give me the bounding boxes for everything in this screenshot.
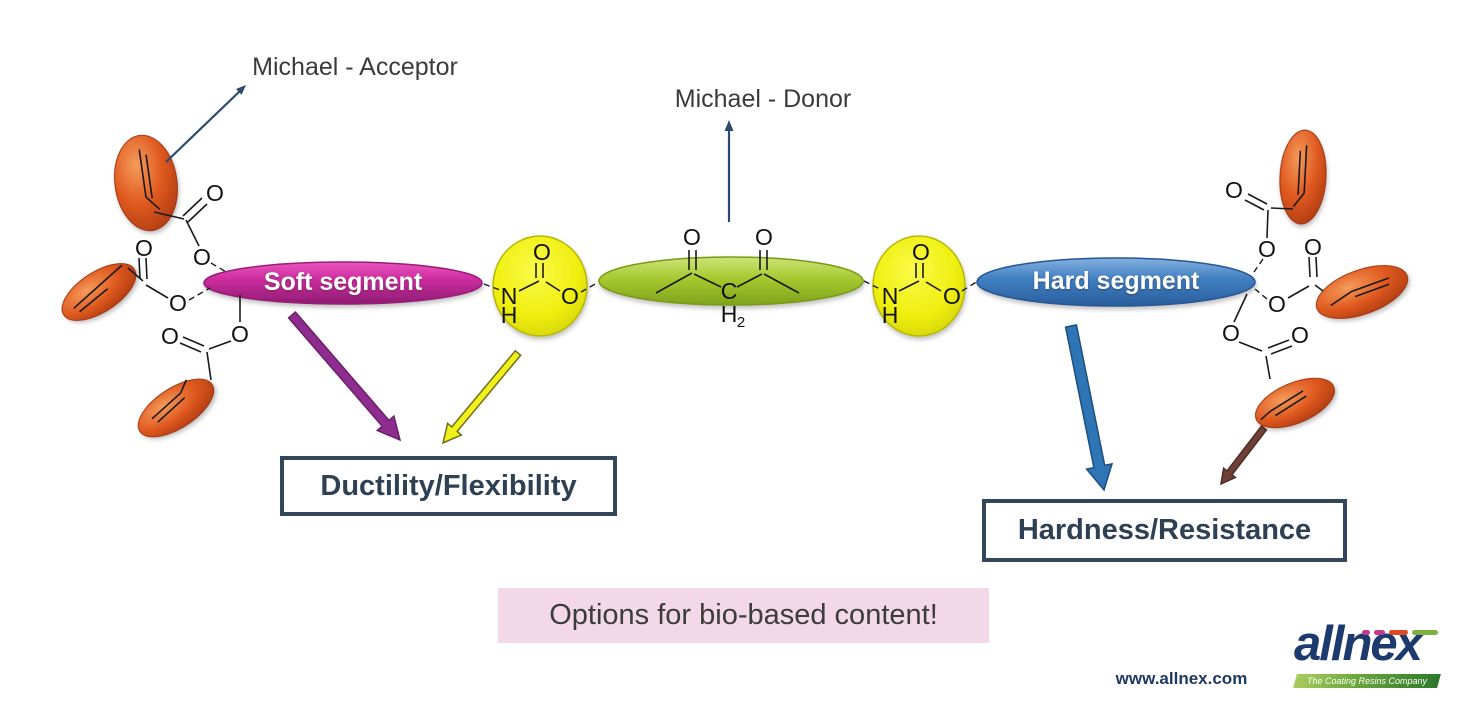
hardness-resistance-box: Hardness/Resistance [982,499,1347,562]
atom-oxygen: O [561,283,579,309]
acrylate-ellipse [114,134,178,232]
allnex-logo-wordmark: allnex [1294,617,1423,671]
urethane-arrow [441,349,522,445]
logo-dash-magenta-small [1362,630,1370,635]
atom-labels: O O O O O O O N H O O O C H 2 O N H O O … [135,177,1322,349]
logo-dash-green [1412,630,1438,635]
ductility-flexibility-label: Ductility/Flexibility [320,469,577,502]
atom-hydrogen: H [882,302,899,328]
urethane-circle-left [492,235,588,337]
atom-oxygen: O [943,283,961,309]
atom-oxygen: O [169,290,187,316]
bio-based-banner: Options for bio-based content! [498,588,989,643]
acrylate-group-left [61,134,215,438]
atom-oxygen: O [1222,320,1240,346]
hardness-resistance-label: Hardness/Resistance [1017,514,1312,546]
bio-based-label: Options for bio-based content! [549,599,938,631]
atom-oxygen: O [683,224,701,250]
atom-oxygen: O [533,239,551,265]
logo-tagline: The Coating Resins Company [1306,676,1428,686]
atom-oxygen: O [161,323,179,349]
michael-donor-label: Michael - Donor [674,85,852,113]
soft-segment-arrow [287,311,402,442]
logo-dash-orange [1389,630,1408,635]
hard-segment-arrow [1064,324,1114,492]
atom-oxygen: O [755,224,773,250]
atom-hydrogen: H [501,302,518,328]
hard-segment-ellipse [976,257,1256,307]
atom-oxygen: O [206,180,224,206]
acrylate-arrow [1220,425,1268,486]
bond-lines [73,145,1390,423]
atom-subscript: 2 [737,314,745,331]
logo-tagline-banner: The Coating Resins Company [1293,674,1441,688]
hard-segment-label: Hard segment [1032,267,1200,295]
soft-segment-label: Soft segment [263,268,423,296]
acrylate-ellipse [61,263,137,321]
atom-nitrogen: N [882,283,899,309]
michael-acceptor-label: Michael - Acceptor [252,53,458,81]
soft-segment-ellipse [203,261,483,305]
atom-oxygen: O [231,321,249,347]
atom-oxygen: O [1304,234,1322,260]
acrylate-ellipse [1315,265,1409,319]
atom-carbon: C [721,278,738,304]
atom-oxygen: O [1225,177,1243,203]
atom-oxygen: O [1268,291,1286,317]
atom-oxygen: O [1291,322,1309,348]
website-url: www.allnex.com [1115,669,1248,688]
logo-dash-magenta [1374,630,1385,635]
michael-donor-arrow [724,120,734,222]
allnex-logo: allnex The Coating Resins Company [1293,610,1444,695]
acrylate-ellipse [137,378,215,438]
atom-oxygen: O [135,235,153,261]
michael-acceptor-arrow [165,85,246,163]
atom-oxygen: O [912,239,930,265]
acrylate-ellipse [1279,129,1327,225]
ductility-flexibility-box: Ductility/Flexibility [280,456,617,516]
acrylate-group-right [1255,129,1409,429]
atom-hydrogen: H [721,301,738,327]
atom-oxygen: O [193,244,211,270]
atom-nitrogen: N [501,283,518,309]
michael-donor-ellipse [598,256,864,306]
atom-oxygen: O [1258,236,1276,262]
